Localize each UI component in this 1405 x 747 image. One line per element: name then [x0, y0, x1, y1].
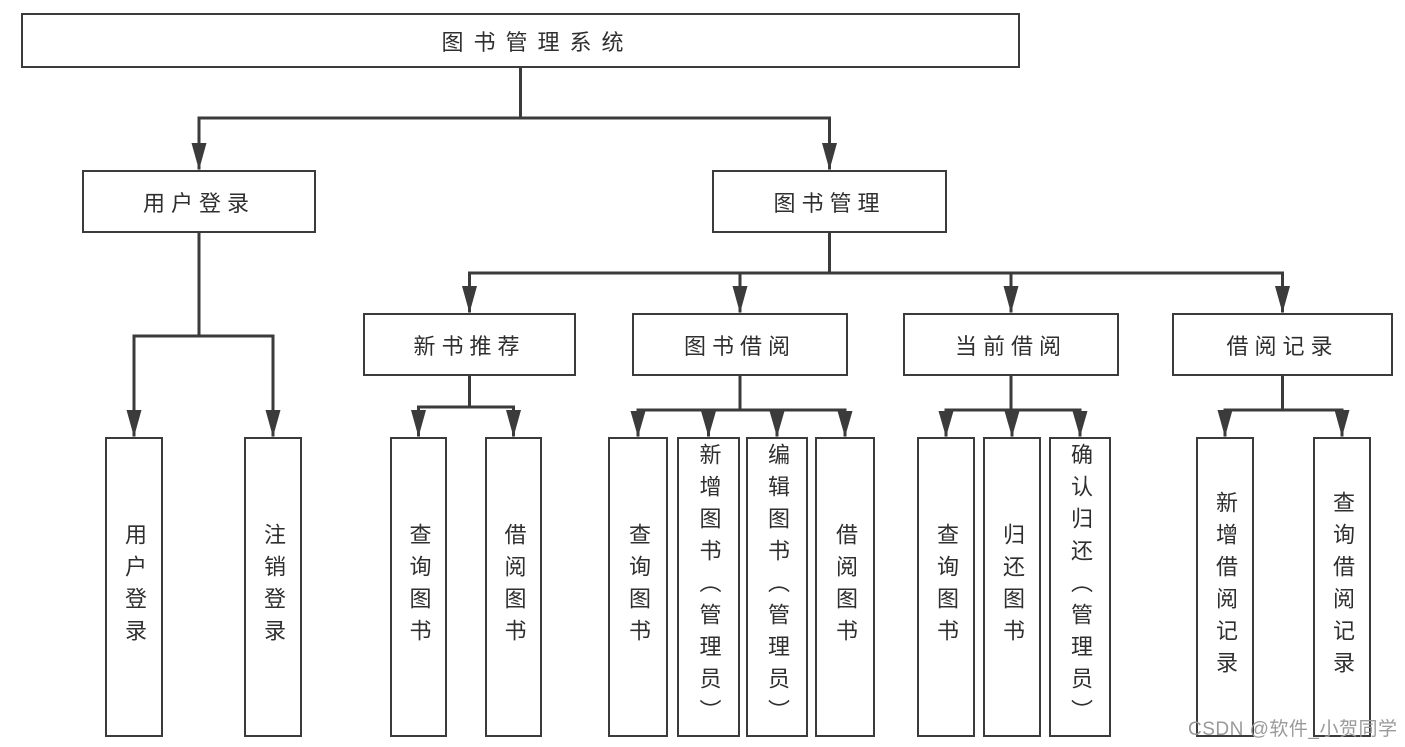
node-label: 注销登录	[261, 523, 286, 651]
arrowhead-confirm-return-admin	[1072, 411, 1088, 437]
node-label: 新增借阅记录	[1213, 491, 1238, 683]
node-library-system: 图书管理系统	[21, 13, 1020, 68]
connector-current-borrowing-children	[944, 374, 1082, 437]
connector-book-borrowing-children	[636, 374, 847, 437]
node-label: 查询图书	[626, 523, 651, 651]
csdn-watermark: CSDN @软件_小贺同学	[1188, 719, 1398, 740]
arrowhead-edit-books-admin	[769, 411, 785, 437]
connector-borrowing-records-children	[1223, 374, 1344, 437]
arrowhead-query-borrow-record	[1334, 410, 1350, 437]
node-label: 图书管理	[773, 190, 886, 216]
arrowhead-borrowing-records	[1275, 286, 1290, 313]
node-label: 借阅记录	[1226, 333, 1339, 359]
node-label: 确认归还（管理员）	[1068, 443, 1093, 731]
arrowhead-new-book-recommendation	[462, 286, 477, 313]
node-label: 图书借阅	[683, 333, 796, 359]
node-label: 用户登录	[142, 190, 255, 216]
arrowhead-return-books	[1004, 411, 1020, 437]
arrowhead-book-management	[822, 143, 837, 170]
node-label: 借阅图书	[833, 523, 858, 651]
node-book-management: 图书管理	[712, 170, 947, 233]
node-query-books-borrowing: 查询图书	[608, 437, 668, 737]
arrowhead-user-login-leaf	[126, 410, 142, 437]
node-label: 借阅图书	[501, 523, 527, 651]
arrowhead-borrow-books-borrowing	[837, 411, 853, 437]
node-add-borrow-record: 新增借阅记录	[1196, 437, 1254, 737]
node-label: 新增图书（管理员）	[696, 443, 722, 731]
node-add-books-admin: 新增图书（管理员）	[677, 437, 740, 737]
node-user-login: 用户登录	[82, 170, 316, 233]
node-borrow-books-borrowing: 借阅图书	[815, 437, 875, 737]
arrowhead-user-login	[191, 143, 207, 170]
node-new-book-recommendation: 新书推荐	[363, 313, 576, 376]
node-query-borrow-record: 查询借阅记录	[1313, 437, 1371, 737]
arrowhead-query-books-recommend	[411, 410, 426, 437]
connector-user-login-children	[132, 231, 275, 437]
arrowhead-logout-leaf	[265, 410, 281, 437]
node-query-books-current: 查询图书	[917, 437, 975, 737]
arrowhead-add-borrow-record	[1217, 410, 1233, 437]
node-label: 当前借阅	[954, 333, 1067, 359]
arrowhead-current-borrowing	[1003, 286, 1019, 313]
node-logout: 注销登录	[244, 437, 302, 737]
connector-new-book-children	[417, 374, 515, 437]
node-label: 编辑图书（管理员）	[765, 443, 790, 731]
arrowhead-query-books-borrowing	[630, 411, 646, 437]
node-label: 查询图书	[934, 523, 959, 651]
connector-book-management-children	[468, 231, 1284, 313]
connector-root-to-level2	[197, 66, 831, 170]
node-current-borrowing: 当前借阅	[903, 313, 1119, 376]
node-label: 归还图书	[1000, 523, 1025, 651]
arrowhead-query-books-current	[938, 411, 954, 437]
node-label: 查询借阅记录	[1330, 491, 1355, 683]
node-return-books: 归还图书	[983, 437, 1041, 737]
node-label: 新书推荐	[413, 333, 526, 359]
node-borrow-books-recommend: 借阅图书	[485, 437, 542, 737]
node-label: 查询图书	[406, 523, 432, 651]
node-edit-books-admin: 编辑图书（管理员）	[746, 437, 808, 737]
node-user-login-leaf: 用户登录	[105, 437, 163, 737]
node-borrowing-records: 借阅记录	[1172, 313, 1393, 376]
node-label: 图书管理系统	[441, 29, 634, 55]
arrowhead-add-books-admin	[701, 411, 716, 437]
arrowhead-borrow-books-recommend	[506, 410, 521, 437]
node-query-books-recommend: 查询图书	[390, 437, 447, 737]
node-book-borrowing: 图书借阅	[632, 313, 848, 376]
node-label: 用户登录	[122, 523, 147, 651]
arrowhead-book-borrowing	[732, 286, 748, 313]
node-confirm-return-admin: 确认归还（管理员）	[1049, 437, 1111, 737]
